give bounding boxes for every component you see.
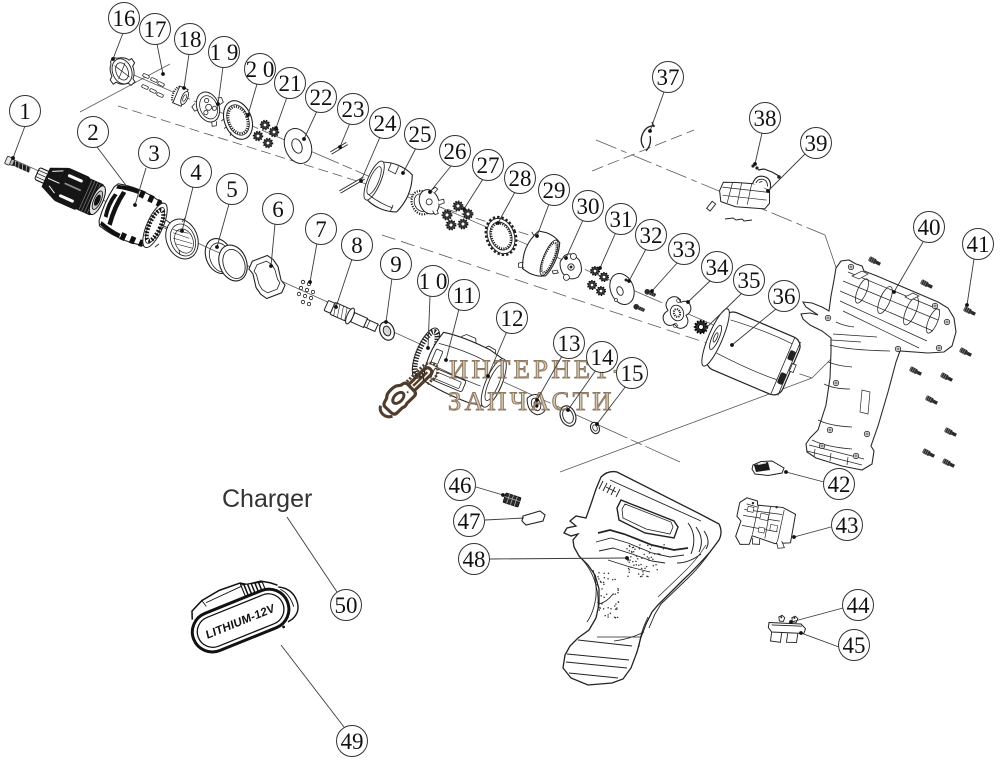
svg-text:41: 41 (967, 232, 990, 257)
svg-text:50: 50 (335, 593, 358, 618)
svg-text:16: 16 (113, 6, 136, 31)
svg-text:49: 49 (341, 729, 364, 754)
svg-text:40: 40 (918, 215, 941, 240)
svg-text:39: 39 (805, 131, 828, 156)
svg-text:6: 6 (272, 197, 284, 222)
svg-text:ЗАПЧАСТИ: ЗАПЧАСТИ (448, 386, 615, 416)
svg-text:9: 9 (390, 252, 402, 277)
svg-text:8: 8 (351, 233, 363, 258)
svg-text:45: 45 (843, 633, 866, 658)
svg-text:27: 27 (477, 153, 500, 178)
svg-text:28: 28 (509, 166, 532, 191)
svg-text:Charger: Charger (222, 485, 312, 513)
svg-text:7: 7 (315, 217, 327, 242)
svg-text:46: 46 (449, 473, 472, 498)
svg-text:35: 35 (738, 268, 761, 293)
svg-text:11: 11 (453, 283, 475, 308)
svg-text:47: 47 (458, 509, 481, 534)
svg-text:3: 3 (148, 141, 160, 166)
svg-text:2 0: 2 0 (246, 57, 275, 82)
svg-text:17: 17 (144, 17, 167, 42)
svg-text:48: 48 (463, 547, 486, 572)
svg-text:36: 36 (773, 284, 796, 309)
svg-text:23: 23 (342, 97, 365, 122)
svg-text:32: 32 (640, 223, 663, 248)
svg-text:13: 13 (558, 331, 581, 356)
svg-text:31: 31 (610, 207, 633, 232)
svg-text:4: 4 (190, 160, 202, 185)
svg-text:21: 21 (279, 71, 302, 96)
svg-text:22: 22 (310, 85, 333, 110)
svg-text:34: 34 (706, 255, 730, 280)
svg-text:26: 26 (444, 139, 467, 164)
svg-text:38: 38 (754, 106, 777, 131)
svg-text:44: 44 (847, 593, 871, 618)
svg-text:33: 33 (673, 237, 696, 262)
svg-text:18: 18 (179, 27, 202, 52)
svg-text:30: 30 (577, 194, 600, 219)
svg-text:42: 42 (828, 472, 851, 497)
svg-text:25: 25 (409, 122, 432, 147)
svg-text:1 9: 1 9 (210, 40, 239, 65)
svg-text:14: 14 (591, 345, 615, 370)
svg-text:15: 15 (621, 361, 644, 386)
svg-text:1: 1 (19, 99, 31, 124)
svg-text:5: 5 (226, 177, 238, 202)
svg-text:12: 12 (501, 306, 524, 331)
svg-text:24: 24 (374, 111, 398, 136)
svg-text:37: 37 (657, 65, 680, 90)
svg-text:29: 29 (543, 178, 566, 203)
svg-text:2: 2 (87, 120, 99, 145)
svg-text:43: 43 (836, 513, 859, 538)
svg-text:1 0: 1 0 (419, 269, 448, 294)
